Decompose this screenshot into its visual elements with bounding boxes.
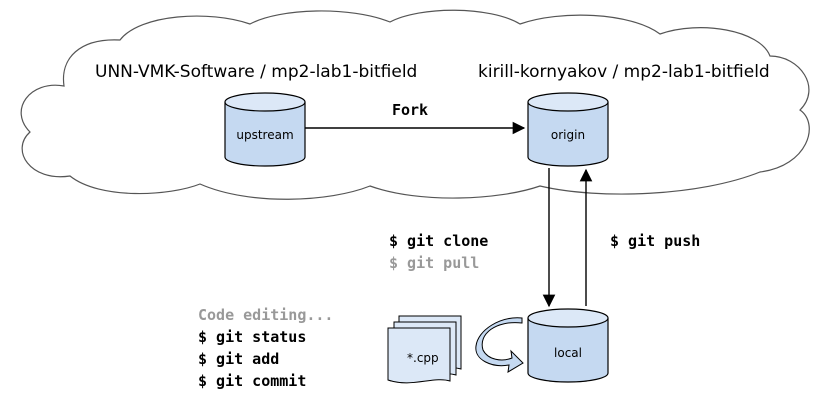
cloud-shape	[20, 9, 810, 200]
upstream-repo-label: UNN-VMK-Software / mp2-lab1-bitfield	[95, 62, 417, 82]
local-label: local	[554, 346, 582, 360]
push-command: $ git push	[610, 232, 700, 250]
fork-label: Fork	[392, 101, 428, 119]
pull-command: $ git pull	[389, 254, 479, 272]
cpp-files-icon: *.cpp	[387, 315, 462, 384]
upstream-cylinder: upstream	[224, 92, 306, 167]
origin-label: origin	[551, 128, 585, 142]
git-commit-command: $ git commit	[198, 372, 306, 390]
git-add-command: $ git add	[198, 350, 279, 368]
local-cylinder: local	[527, 308, 609, 383]
origin-cylinder: origin	[527, 92, 609, 167]
code-editing-text: Code editing...	[198, 306, 333, 324]
origin-repo-label: kirill-kornyakov / mp2-lab1-bitfield	[478, 62, 770, 82]
curved-arrow-icon	[475, 317, 524, 373]
file-label: *.cpp	[407, 351, 439, 365]
upstream-label: upstream	[236, 128, 293, 142]
git-status-command: $ git status	[198, 328, 306, 346]
clone-command: $ git clone	[389, 232, 488, 250]
